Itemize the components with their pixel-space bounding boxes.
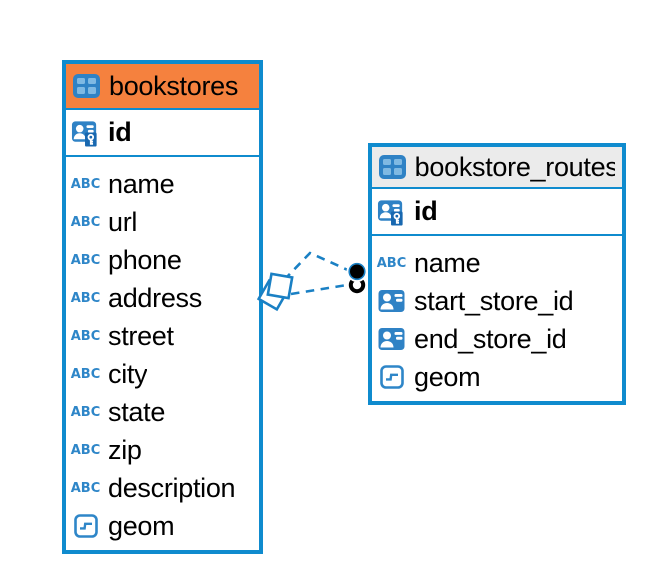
table-title: bookstores bbox=[109, 70, 239, 101]
table-bookstore-routes-header[interactable]: bookstore_routes bbox=[372, 147, 622, 189]
column-name: state bbox=[108, 396, 166, 427]
column-row-address[interactable]: ABC address bbox=[71, 279, 254, 317]
relationship-link-upper[interactable] bbox=[283, 251, 351, 281]
primary-key-icon bbox=[377, 197, 406, 227]
text-type-icon: ABC bbox=[70, 442, 101, 458]
column-list: ABC name start_store_id bbox=[372, 236, 622, 401]
column-row-start-store-id[interactable]: start_store_id bbox=[377, 282, 617, 320]
column-row-geom[interactable]: geom bbox=[377, 358, 617, 396]
text-type-icon: ABC bbox=[70, 328, 101, 344]
column-name: url bbox=[108, 206, 138, 237]
column-name: address bbox=[108, 282, 202, 313]
column-name: end_store_id bbox=[414, 323, 567, 354]
column-name: street bbox=[108, 320, 174, 351]
column-name: phone bbox=[108, 244, 182, 275]
column-row-end-store-id[interactable]: end_store_id bbox=[377, 320, 617, 358]
relationship-circle-markers[interactable] bbox=[346, 261, 368, 294]
table-bookstores[interactable]: bookstores id bbox=[62, 60, 263, 554]
column-row-name[interactable]: ABC name bbox=[377, 244, 617, 282]
column-name: description bbox=[108, 472, 236, 503]
column-name: zip bbox=[108, 434, 142, 465]
text-type-icon: ABC bbox=[70, 252, 101, 268]
column-row-name[interactable]: ABC name bbox=[71, 165, 254, 203]
column-row-geom[interactable]: geom bbox=[71, 507, 254, 545]
text-type-icon: ABC bbox=[70, 214, 101, 230]
geometry-type-icon bbox=[71, 514, 100, 538]
column-row-city[interactable]: ABC city bbox=[71, 355, 254, 393]
column-row-url[interactable]: ABC url bbox=[71, 203, 254, 241]
column-row-street[interactable]: ABC street bbox=[71, 317, 254, 355]
table-bookstores-header[interactable]: bookstores bbox=[66, 64, 259, 110]
column-row-id[interactable]: id bbox=[66, 110, 259, 157]
foreign-key-icon bbox=[377, 327, 406, 351]
primary-key-icon bbox=[71, 118, 100, 148]
column-row-state[interactable]: ABC state bbox=[71, 393, 254, 431]
column-name: name bbox=[108, 168, 175, 199]
text-type-icon: ABC bbox=[70, 404, 101, 420]
column-row-id[interactable]: id bbox=[372, 189, 622, 236]
text-type-icon: ABC bbox=[376, 255, 407, 271]
relationship-diamond-markers[interactable] bbox=[256, 272, 294, 312]
table-title: bookstore_routes bbox=[414, 151, 615, 182]
text-type-icon: ABC bbox=[70, 176, 101, 192]
column-name: geom bbox=[414, 361, 481, 392]
column-name: id bbox=[414, 196, 438, 226]
column-name: geom bbox=[108, 510, 175, 541]
table-icon bbox=[379, 155, 406, 179]
table-bookstore-routes[interactable]: bookstore_routes id bbox=[368, 143, 626, 405]
column-list: ABC name ABC url ABC phone ABC address A… bbox=[66, 157, 259, 550]
column-name: start_store_id bbox=[414, 285, 574, 316]
column-name: id bbox=[108, 117, 132, 147]
text-type-icon: ABC bbox=[70, 290, 101, 306]
column-row-phone[interactable]: ABC phone bbox=[71, 241, 254, 279]
relationship-link-lower[interactable] bbox=[290, 283, 348, 296]
table-icon bbox=[73, 74, 100, 98]
column-row-description[interactable]: ABC description bbox=[71, 469, 254, 507]
geometry-type-icon bbox=[377, 365, 406, 389]
text-type-icon: ABC bbox=[70, 366, 101, 382]
column-row-zip[interactable]: ABC zip bbox=[71, 431, 254, 469]
column-name: name bbox=[414, 247, 481, 278]
column-name: city bbox=[108, 358, 148, 389]
foreign-key-icon bbox=[377, 289, 406, 313]
text-type-icon: ABC bbox=[70, 480, 101, 496]
